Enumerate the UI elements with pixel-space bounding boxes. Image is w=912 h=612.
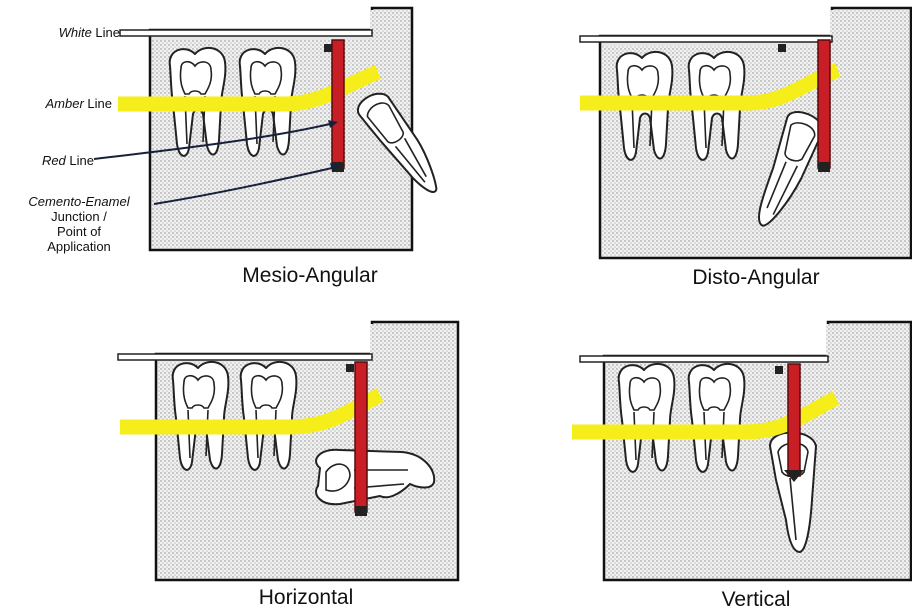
panel-disto-angular: [580, 8, 911, 258]
panel-horizontal: [118, 322, 458, 580]
legend-red-line: Red Line: [8, 153, 94, 168]
caption-vertical: Vertical: [606, 588, 906, 612]
white-line: [580, 36, 832, 42]
red-line: [332, 40, 344, 168]
red-line: [818, 40, 830, 168]
caption-disto-angular: Disto-Angular: [606, 266, 906, 290]
white-line: [580, 356, 828, 362]
red-line: [355, 362, 367, 512]
caption-horizontal: Horizontal: [156, 586, 456, 610]
legend-amber-line: Amber Line: [8, 96, 112, 111]
white-line: [118, 354, 372, 360]
panel-vertical: [572, 322, 911, 580]
white-line: [120, 30, 372, 36]
caption-mesio-angular: Mesio-Angular: [160, 264, 460, 288]
legend-white-line: White Line: [8, 25, 120, 40]
red-line: [788, 364, 800, 476]
legend-cej: Cemento-Enamel Junction / Point of Appli…: [4, 194, 154, 254]
